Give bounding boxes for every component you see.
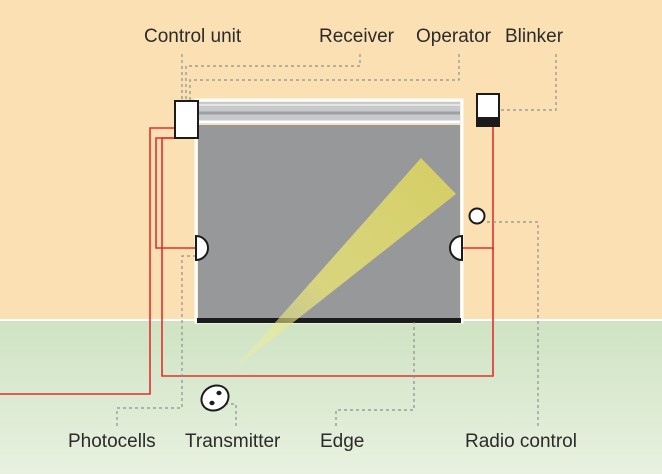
photocell-left-icon [195, 234, 209, 262]
photocell-right-icon [449, 234, 463, 262]
label-edge: Edge [320, 431, 365, 452]
leader-lines [116, 54, 557, 426]
label-receiver: Receiver [319, 26, 394, 47]
radio-control-icon [468, 207, 486, 225]
label-blinker: Blinker [505, 26, 564, 47]
label-control-unit: Control unit [144, 26, 242, 47]
ground-background [0, 320, 662, 474]
safety-edge [197, 318, 461, 323]
label-transmitter: Transmitter [185, 431, 281, 452]
radio-beam [233, 158, 456, 370]
blinker-icon [476, 93, 500, 127]
label-radio-control: Radio control [465, 431, 577, 452]
transmitter-icon [200, 384, 230, 412]
label-operator: Operator [416, 26, 491, 47]
label-photocells: Photocells [68, 431, 156, 452]
control-unit-box [174, 100, 199, 139]
